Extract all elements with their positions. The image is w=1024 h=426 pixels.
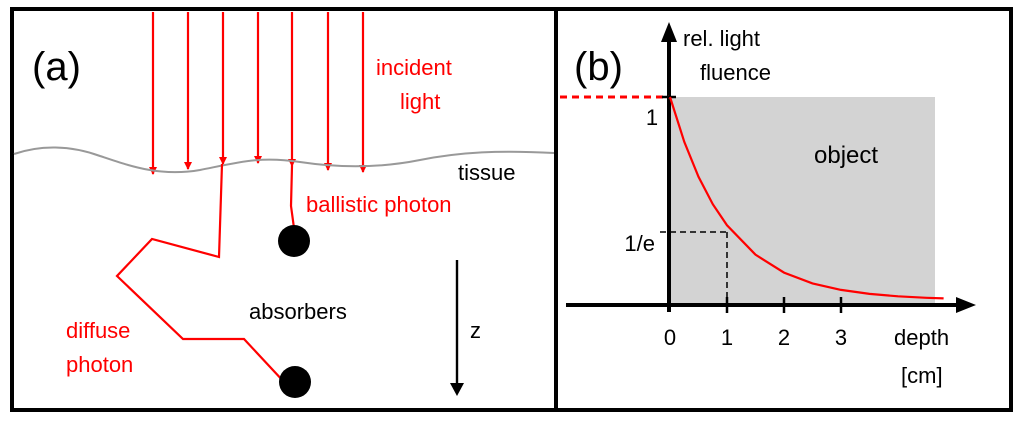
x-tick-label: 0 [664, 325, 676, 350]
ballistic-photon-path [289, 165, 296, 229]
panel-b-label: (b) [574, 45, 623, 89]
object-label: object [814, 142, 878, 169]
x-tick-label: 1 [721, 325, 733, 350]
y-axis-title: rel. light fluence [683, 26, 771, 85]
tissue-label: tissue [458, 160, 515, 185]
incident-light-label: incident light [376, 55, 458, 114]
panel-a: (a) incident light tissue ballistic phot… [13, 12, 555, 398]
x-tick-label: 3 [835, 325, 847, 350]
x-tick-label: 2 [778, 325, 790, 350]
incident-light-arrows [149, 12, 367, 175]
figure-frame [10, 7, 1013, 412]
object-region [670, 97, 935, 305]
x-axis [566, 297, 976, 313]
y-tick-label-1e: 1/e [624, 231, 655, 256]
panel-b: (b) object 1 1/e 0 1 2 3 [560, 22, 976, 388]
diffuse-photon-path [115, 163, 286, 384]
diffuse-photon-label: diffuse photon [66, 318, 137, 377]
absorbers-label: absorbers [249, 299, 347, 324]
tissue-surface-line [13, 146, 555, 174]
z-axis-label: z [470, 318, 481, 343]
x-axis-title: depth [cm] [894, 325, 955, 388]
y-tick-label-1: 1 [646, 105, 658, 130]
fluence-decay-curve [668, 96, 944, 300]
y-axis [661, 22, 677, 312]
absorber-dot [278, 225, 310, 257]
absorber-dot [279, 366, 311, 398]
ballistic-photon-label: ballistic photon [306, 192, 452, 217]
z-depth-arrow [450, 260, 464, 396]
panel-a-label: (a) [32, 45, 81, 89]
